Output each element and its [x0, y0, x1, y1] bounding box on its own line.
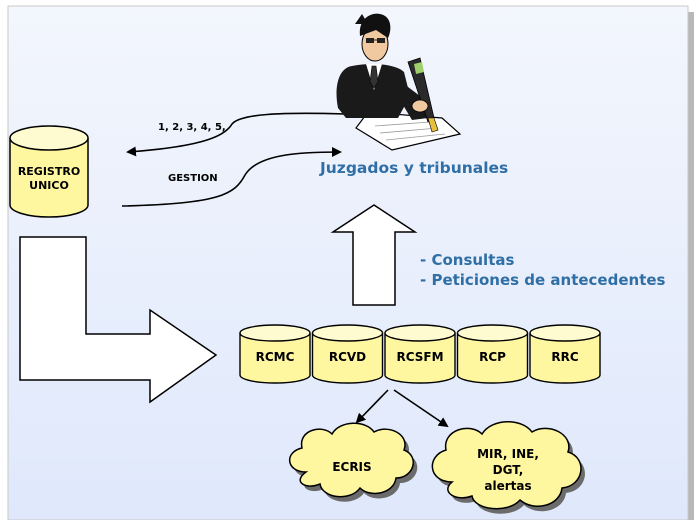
arrow-to-ecris — [355, 389, 389, 424]
arrow-to-mir — [393, 389, 449, 428]
database-cylinder-rrc: RRC — [529, 324, 601, 384]
registro-unico-cylinder: REGISTRO UNICO — [9, 125, 89, 218]
mir-label-line3: alertas — [484, 479, 531, 493]
database-group: RCMC RCVD RCSFM RCP RRC — [239, 324, 601, 384]
mir-cloud: MIR, INE, DGT, alertas — [431, 421, 585, 514]
database-label-rcp: RCP — [479, 350, 506, 364]
judge-label: Juzgados y tribunales — [319, 159, 508, 177]
database-cylinder-rcmc: RCMC — [239, 324, 311, 384]
ecris-cloud: ECRIS — [289, 422, 418, 502]
database-label-rcvd: RCVD — [329, 350, 366, 364]
database-cylinder-rcsfm: RCSFM — [384, 324, 456, 384]
queries-line2: - Peticiones de antecedentes — [420, 271, 666, 289]
arrow-to-registro — [126, 112, 346, 157]
database-label-rcmc: RCMC — [256, 350, 295, 364]
database-cylinder-rcvd: RCVD — [311, 324, 384, 384]
database-cylinder-rcp: RCP — [456, 324, 529, 384]
database-label-rrc: RRC — [551, 350, 578, 364]
ecris-label: ECRIS — [332, 460, 371, 474]
arrow-label-numbers: 1, 2, 3, 4, 5, — [158, 122, 226, 133]
registro-label-line2: UNICO — [29, 179, 69, 192]
queries-line1: - Consultas — [420, 251, 514, 269]
arrow-label-gestion: GESTION — [168, 173, 218, 184]
registro-label-line1: REGISTRO — [18, 165, 80, 178]
database-label-rcsfm: RCSFM — [396, 350, 443, 364]
mir-label-line2: DGT, — [493, 463, 524, 477]
judge-icon — [336, 13, 462, 151]
mir-label-line1: MIR, INE, — [477, 447, 539, 461]
up-arrow — [330, 204, 418, 306]
big-right-arrow — [19, 236, 218, 404]
arrow-to-judge — [121, 147, 342, 207]
